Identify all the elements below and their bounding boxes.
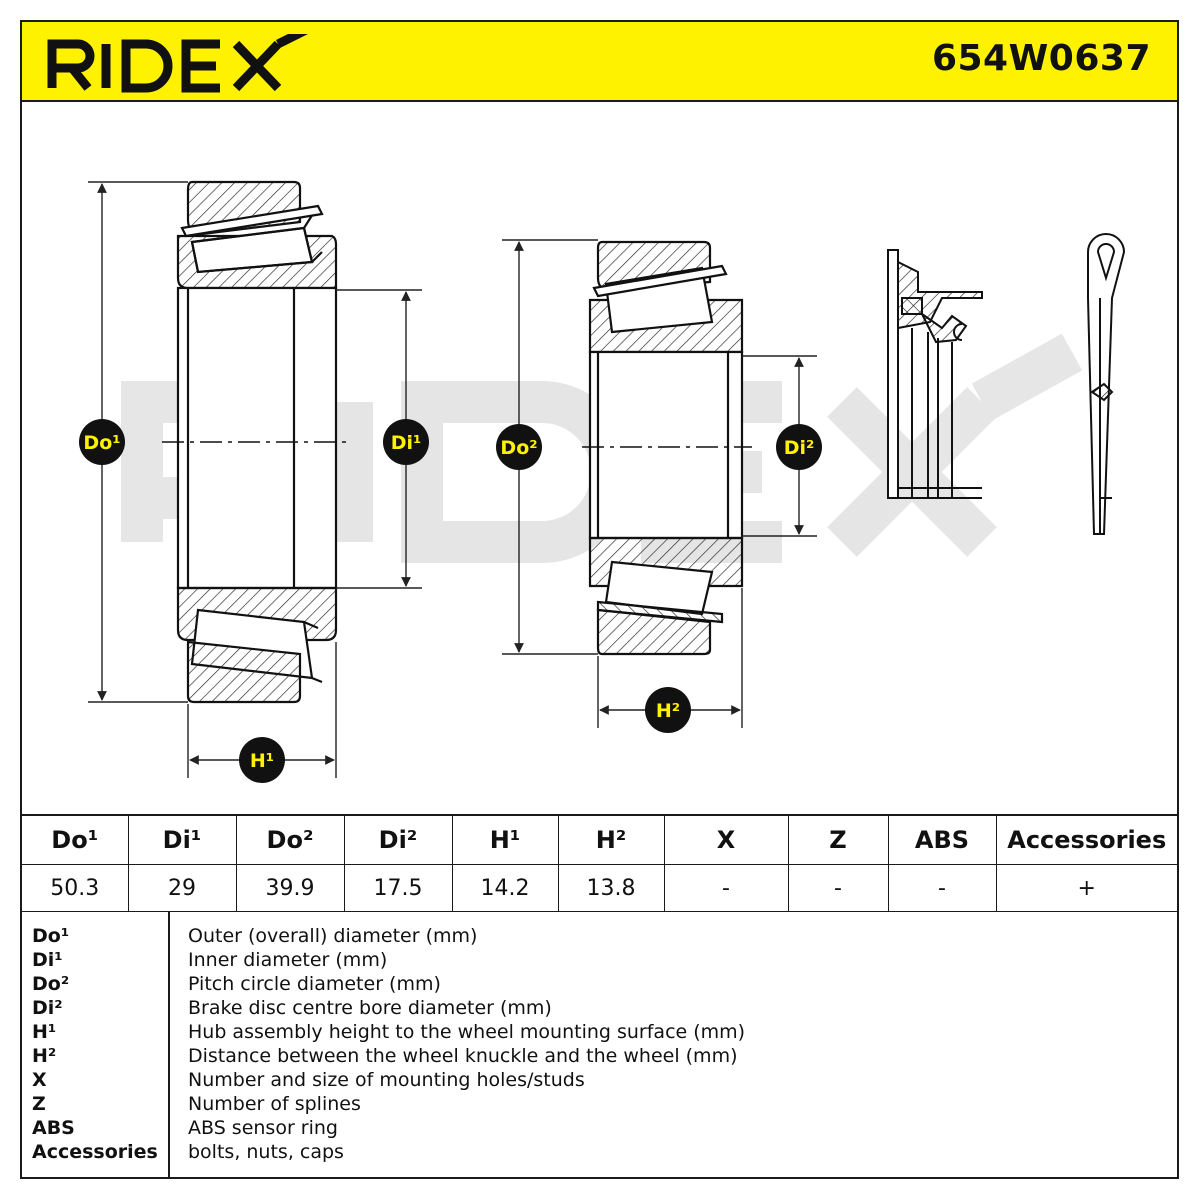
svg-text:Di²: Di²: [784, 437, 815, 459]
value-x: -: [663, 864, 789, 912]
legend-row: H² Distance between the wheel knuckle an…: [22, 1045, 1177, 1069]
legend-key: Di¹: [32, 949, 63, 971]
datasheet-frame: 654W0637: [20, 20, 1179, 1179]
legend-key: Do²: [32, 973, 70, 995]
spec-table-value-row: 50.3 29 39.9 17.5 14.2 13.8 - - - +: [22, 864, 1177, 912]
header-do2: Do²: [235, 814, 345, 865]
legend-desc: Brake disc centre bore diameter (mm): [188, 997, 552, 1019]
badge-h1: H¹: [239, 737, 285, 783]
header-h2: H²: [557, 814, 665, 865]
svg-text:Di¹: Di¹: [391, 432, 422, 454]
legend-row: X Number and size of mounting holes/stud…: [22, 1069, 1177, 1093]
header-di2: Di²: [343, 814, 453, 865]
legend-row: Do¹ Outer (overall) diameter (mm): [22, 925, 1177, 949]
legend-desc: Number of splines: [188, 1093, 361, 1115]
ridex-logo: [47, 34, 309, 93]
legend-desc: Pitch circle diameter (mm): [188, 973, 441, 995]
value-z: -: [787, 864, 889, 912]
header-di1: Di¹: [127, 814, 237, 865]
header-h1: H¹: [451, 814, 559, 865]
legend-key: Do¹: [32, 925, 70, 947]
legend-row: Accessories bolts, nuts, caps: [22, 1141, 1177, 1165]
legend-row: ABS ABS sensor ring: [22, 1117, 1177, 1141]
legend-desc: Outer (overall) diameter (mm): [188, 925, 478, 947]
badge-h2: H²: [645, 687, 691, 733]
cotter-pin: [1087, 233, 1126, 535]
header-x: X: [663, 814, 789, 865]
legend-key: ABS: [32, 1117, 75, 1139]
badge-di2: Di²: [776, 424, 822, 470]
spec-table: Do¹ Di¹ Do² Di² H¹ H² X Z ABS Accessorie…: [22, 814, 1177, 912]
header-abs: ABS: [887, 814, 997, 865]
value-do1: 50.3: [22, 864, 129, 912]
value-h1: 14.2: [451, 864, 559, 912]
legend-desc: bolts, nuts, caps: [188, 1141, 344, 1163]
header-bar: 654W0637: [22, 22, 1177, 102]
badge-di1: Di¹: [383, 419, 429, 465]
legend-desc: Number and size of mounting holes/studs: [188, 1069, 585, 1091]
part-number: 654W0637: [931, 38, 1151, 79]
value-accessories: +: [995, 864, 1177, 912]
svg-text:Do¹: Do¹: [83, 432, 120, 454]
technical-drawing: Do¹ Di¹ H¹ Do² Di² H²: [79, 180, 1126, 783]
legend-row: Di¹ Inner diameter (mm): [22, 949, 1177, 973]
legend-row: H¹ Hub assembly height to the wheel moun…: [22, 1021, 1177, 1045]
legend-desc: Inner diameter (mm): [188, 949, 388, 971]
bearing-2-section: [588, 240, 744, 656]
value-di1: 29: [127, 864, 237, 912]
legend-key: H¹: [32, 1021, 57, 1043]
svg-text:H¹: H¹: [250, 750, 274, 772]
spec-table-header-row: Do¹ Di¹ Do² Di² H¹ H² X Z ABS Accessorie…: [22, 814, 1177, 865]
legend-key: Z: [32, 1093, 46, 1115]
value-di2: 17.5: [343, 864, 453, 912]
badge-do2: Do²: [496, 424, 542, 470]
value-do2: 39.9: [235, 864, 345, 912]
badge-do1: Do¹: [79, 419, 125, 465]
legend-key: X: [32, 1069, 47, 1091]
seal-section: [887, 249, 983, 499]
svg-text:H²: H²: [656, 700, 680, 722]
legend-key: Accessories: [32, 1141, 158, 1163]
legend-desc: Distance between the wheel knuckle and t…: [188, 1045, 738, 1067]
value-abs: -: [887, 864, 997, 912]
bearing-1-section: [176, 180, 338, 704]
legend: Do¹ Outer (overall) diameter (mm) Di¹ In…: [22, 911, 1177, 1177]
header-accessories: Accessories: [995, 814, 1177, 865]
legend-desc: ABS sensor ring: [188, 1117, 338, 1139]
legend-key: Di²: [32, 997, 63, 1019]
svg-text:Do²: Do²: [500, 437, 537, 459]
legend-row: Z Number of splines: [22, 1093, 1177, 1117]
legend-divider: [168, 911, 170, 1177]
legend-row: Do² Pitch circle diameter (mm): [22, 973, 1177, 997]
legend-row: Di² Brake disc centre bore diameter (mm): [22, 997, 1177, 1021]
legend-key: H²: [32, 1045, 57, 1067]
value-h2: 13.8: [557, 864, 665, 912]
header-do1: Do¹: [22, 814, 129, 865]
header-z: Z: [787, 814, 889, 865]
legend-desc: Hub assembly height to the wheel mountin…: [188, 1021, 746, 1043]
